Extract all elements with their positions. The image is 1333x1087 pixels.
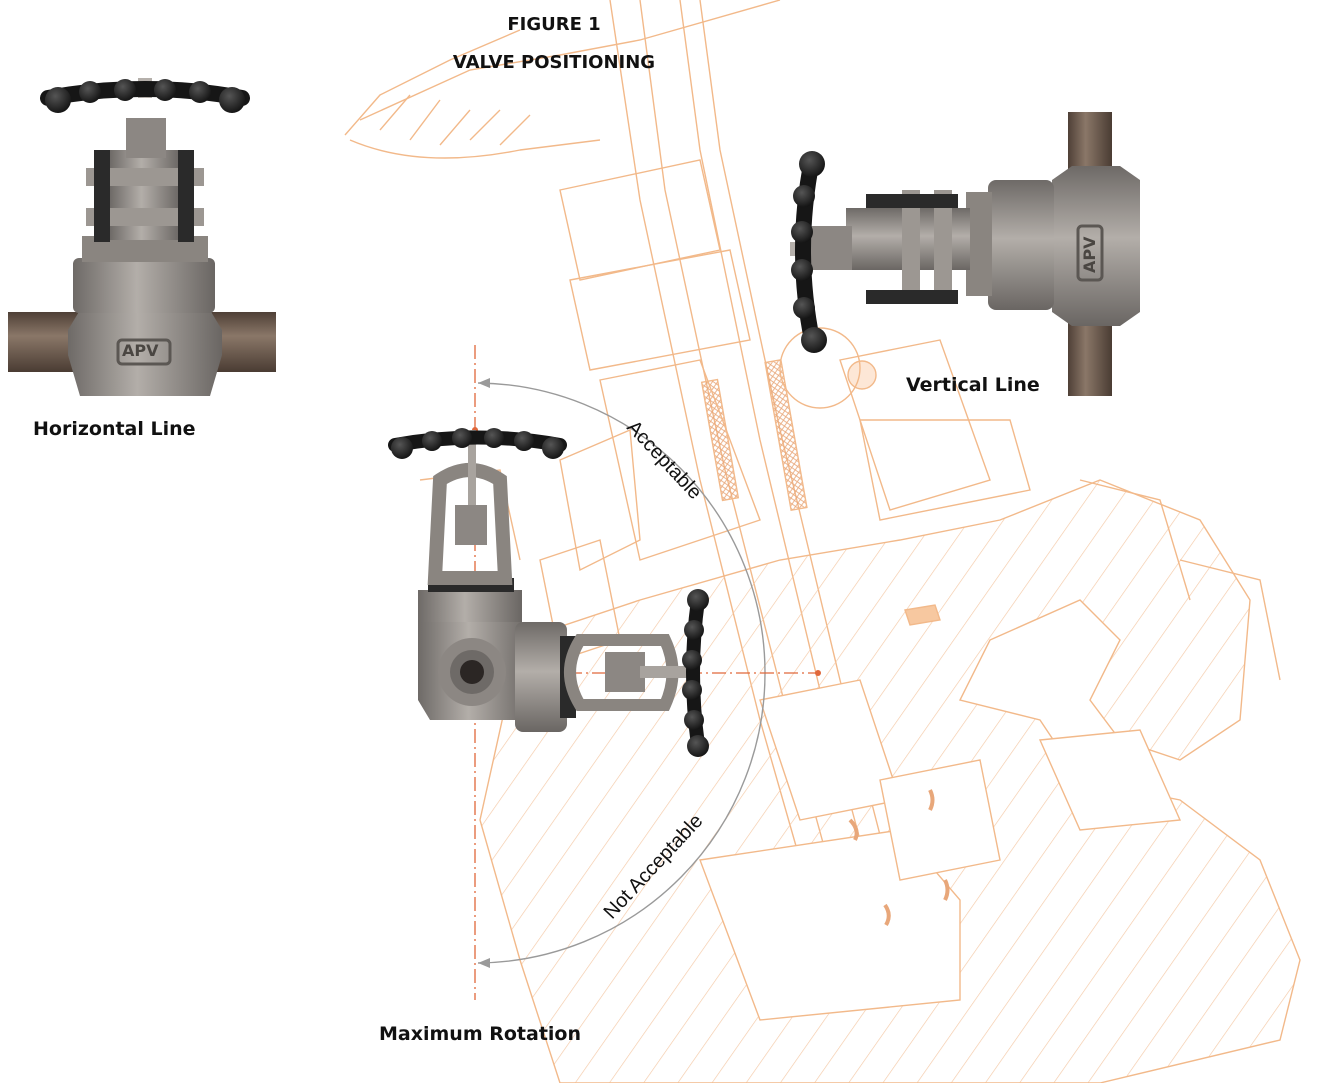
vertical-valve-illustration <box>790 112 1140 396</box>
horizontal-valve-illustration <box>8 78 276 396</box>
maximum-rotation-caption: Maximum Rotation <box>379 1023 581 1045</box>
vertical-line-caption: Vertical Line <box>906 374 1040 396</box>
figure-number: FIGURE 1 <box>507 14 601 35</box>
figure-title: VALVE POSITIONING <box>452 52 656 73</box>
horizontal-line-caption: Horizontal Line <box>33 418 196 440</box>
vertical-valve-badge: APV <box>1080 236 1099 274</box>
horizontal-valve-badge: APV <box>122 341 159 360</box>
